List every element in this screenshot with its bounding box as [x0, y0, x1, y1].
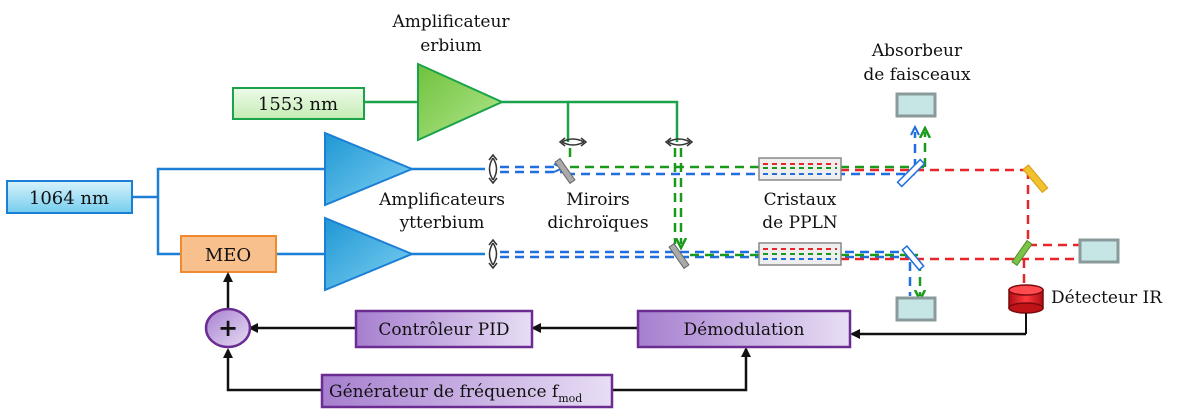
mirrors-label-1: Miroirs — [566, 190, 630, 210]
ppln-crystal-bottom — [758, 242, 842, 266]
fiber-green — [364, 100, 679, 142]
ppln-crystal-top — [758, 157, 842, 181]
crystals-label-2: de PPLN — [762, 213, 838, 233]
demodulation-box: Démodulation — [636, 309, 852, 349]
crystals-label-1: Cristaux — [764, 190, 837, 210]
beam-blue — [500, 132, 917, 296]
absorber-label-1: Absorbeur — [871, 41, 963, 61]
amp-yb-label-2: ytterbium — [399, 213, 485, 233]
amplifier-erbium — [417, 62, 505, 142]
control-wiring — [223, 272, 1026, 392]
amplifier-ytterbium-top — [324, 131, 415, 207]
pid-label: Contrôleur PID — [378, 320, 509, 340]
summing-junction-icon: + — [204, 307, 252, 349]
beam-arrowheads — [553, 124, 920, 173]
detector-icon — [1008, 284, 1044, 334]
amplifier-ytterbium-bottom — [324, 216, 415, 292]
demod-label: Démodulation — [684, 320, 805, 340]
mirror-icon — [554, 157, 1049, 271]
amp-erbium-label-2: erbium — [420, 36, 482, 56]
absorber-icon — [1078, 238, 1120, 264]
laser-1064-label: 1064 nm — [29, 188, 109, 209]
amp-yb-label-1: Amplificateurs — [378, 190, 505, 210]
amp-erbium-label-1: Amplificateur — [391, 12, 510, 32]
generator-label: Générateur de fréquence fmod — [329, 382, 582, 405]
absorber-icon — [895, 296, 937, 322]
meo-box: MEO — [180, 235, 277, 273]
mirrors-label-2: dichroïques — [547, 213, 648, 233]
lens-icon — [488, 137, 694, 270]
laser-1064-box: 1064 nm — [6, 180, 133, 214]
frequency-generator-box: Générateur de fréquence fmod — [320, 373, 614, 409]
beam-red — [840, 168, 1080, 285]
meo-label: MEO — [205, 245, 251, 266]
absorber-label-2: de faisceaux — [863, 65, 971, 85]
laser-1553-box: 1553 nm — [232, 87, 365, 120]
absorber-icon — [895, 92, 937, 118]
detector-label: Détecteur IR — [1051, 288, 1163, 308]
laser-1553-label: 1553 nm — [258, 94, 338, 115]
pid-controller-box: Contrôleur PID — [354, 309, 534, 349]
fiber-blue — [132, 167, 485, 256]
sum-symbol: + — [218, 313, 238, 342]
